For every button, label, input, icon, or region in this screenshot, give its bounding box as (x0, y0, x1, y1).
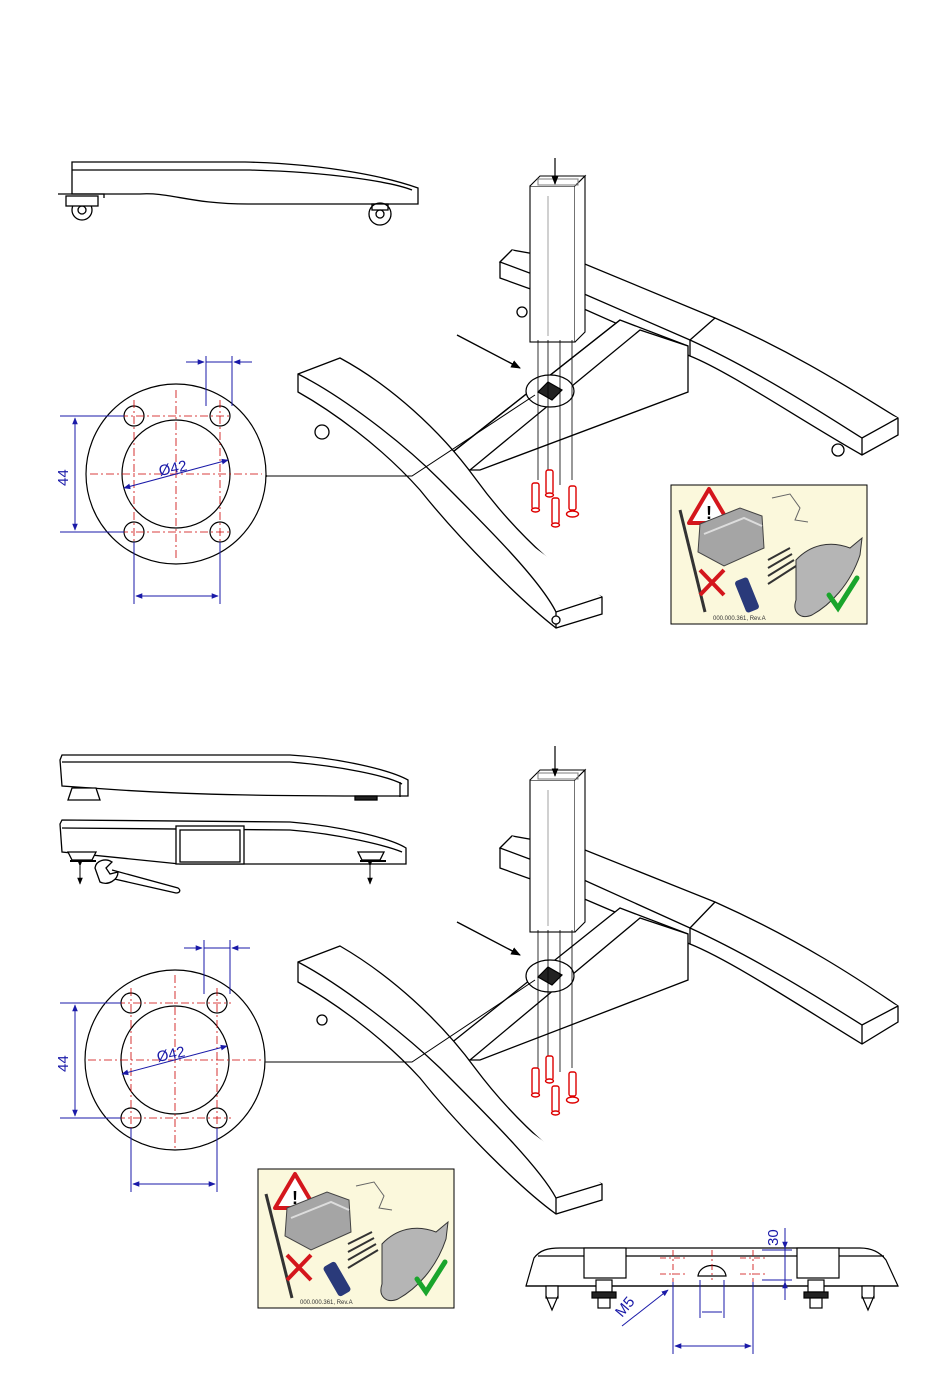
insert-arrow-icon-bottom (457, 922, 520, 955)
warning-card-top: ! 000.000.361, Rev.A (671, 485, 867, 624)
screw-set-top (532, 470, 579, 527)
glide-dimension-lines: M5 30 (612, 1228, 792, 1354)
glide-base-isometric (298, 836, 898, 1214)
hole-spacing-label-top: 44 (55, 469, 72, 486)
column-bottom (530, 770, 585, 932)
glide-base-section-view (60, 820, 406, 864)
height-dim-label: 30 (765, 1229, 782, 1246)
column-top (530, 176, 585, 342)
insert-arrow-icon (457, 335, 520, 368)
hole-spacing-label-bottom: 44 (55, 1055, 72, 1072)
caster-base-side-view (58, 162, 418, 225)
glide-base-side-view (60, 755, 408, 800)
wrench-icon (95, 860, 180, 893)
flange-detail-bottom: 44 Ø42 (55, 940, 265, 1192)
card-code-top: 000.000.361, Rev.A (713, 616, 766, 622)
screw-set-bottom (532, 1056, 579, 1115)
card-code-bottom: 000.000.361, Rev.A (300, 1300, 353, 1306)
flange-detail-top: 44 Ø42 (55, 356, 266, 604)
warning-card-bottom: ! 000.000.361, Rev.A (258, 1169, 454, 1308)
